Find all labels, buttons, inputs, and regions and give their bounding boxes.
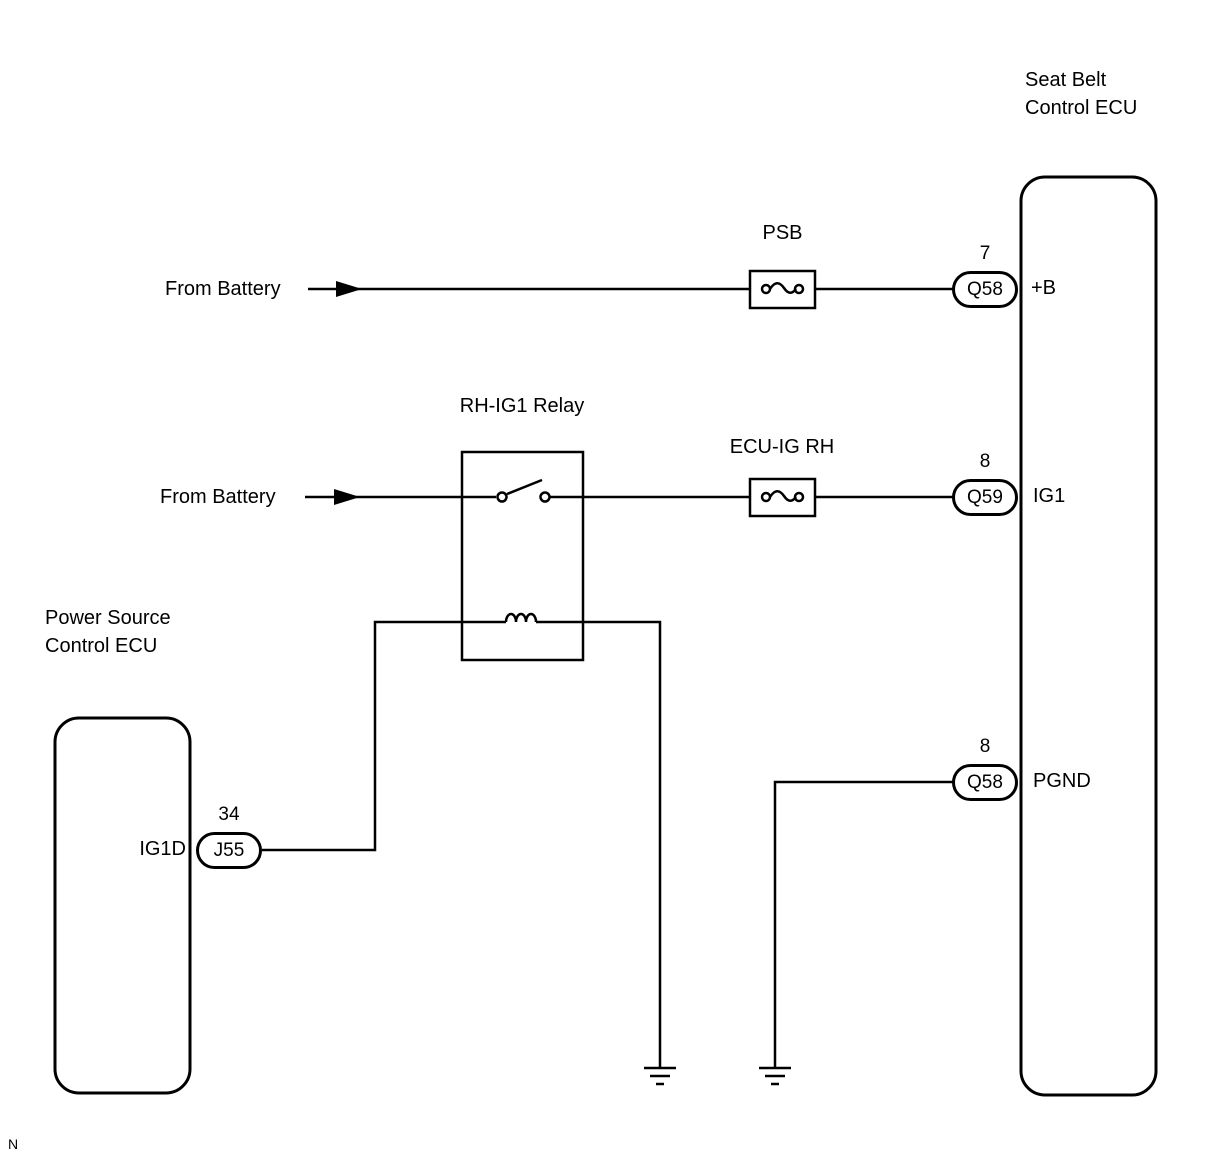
terminal-j55-pin: 34 [218, 804, 240, 825]
signal-ig1d: IG1D [139, 838, 186, 860]
terminal-q59-ig1: Q59 [952, 479, 1018, 516]
power-source-ecu-title-line1: Power Source [45, 607, 171, 629]
power-source-ecu-title-line2: Control ECU [45, 635, 158, 657]
fuse-psb-label: PSB [762, 222, 803, 244]
signal-ig1: IG1 [1033, 485, 1066, 507]
from-battery-mid-label: From Battery [160, 486, 276, 508]
terminal-q58-pgnd-pin: 8 [979, 736, 991, 757]
ground-symbol-right [759, 1066, 791, 1086]
arrowhead-top [336, 281, 362, 297]
arrowhead-mid [334, 489, 360, 505]
terminal-q58-pgnd-label: Q58 [967, 771, 1003, 793]
terminal-q58-plus-b-pin: 7 [979, 243, 991, 264]
seat-belt-ecu-title-line2: Control ECU [1025, 97, 1138, 119]
wire-j55-to-coil [262, 620, 462, 852]
terminal-j55-label: J55 [213, 839, 245, 861]
seat-belt-ecu-outline [1019, 175, 1158, 1097]
terminal-j55: J55 [196, 832, 262, 869]
relay-coil-symbol [462, 612, 583, 624]
from-battery-top-label: From Battery [165, 278, 281, 300]
terminal-q59-ig1-pin: 8 [979, 451, 991, 472]
page-marker: N [8, 1136, 19, 1152]
relay-label: RH-IG1 Relay [459, 395, 585, 417]
seat-belt-ecu-title-line1: Seat Belt [1025, 69, 1107, 91]
terminal-q59-ig1-label: Q59 [967, 486, 1003, 508]
fuse-ecu-ig-rh-symbol [748, 477, 817, 518]
terminal-q58-plus-b: Q58 [952, 271, 1018, 308]
signal-plus-b: +B [1031, 277, 1057, 299]
fuse-ecu-ig-rh-label: ECU-IG RH [729, 436, 835, 458]
terminal-q58-pgnd: Q58 [952, 764, 1018, 801]
relay-outline [460, 450, 585, 662]
wire-coil-to-ground [583, 620, 662, 1068]
power-source-ecu-outline [53, 716, 192, 1095]
wire-pgnd-to-ground [773, 780, 955, 1068]
fuse-psb-symbol [748, 269, 817, 310]
relay-switch-symbol [462, 478, 583, 503]
signal-pgnd: PGND [1033, 770, 1091, 792]
ground-symbol-left [644, 1066, 676, 1086]
terminal-q58-plus-b-label: Q58 [967, 278, 1003, 300]
